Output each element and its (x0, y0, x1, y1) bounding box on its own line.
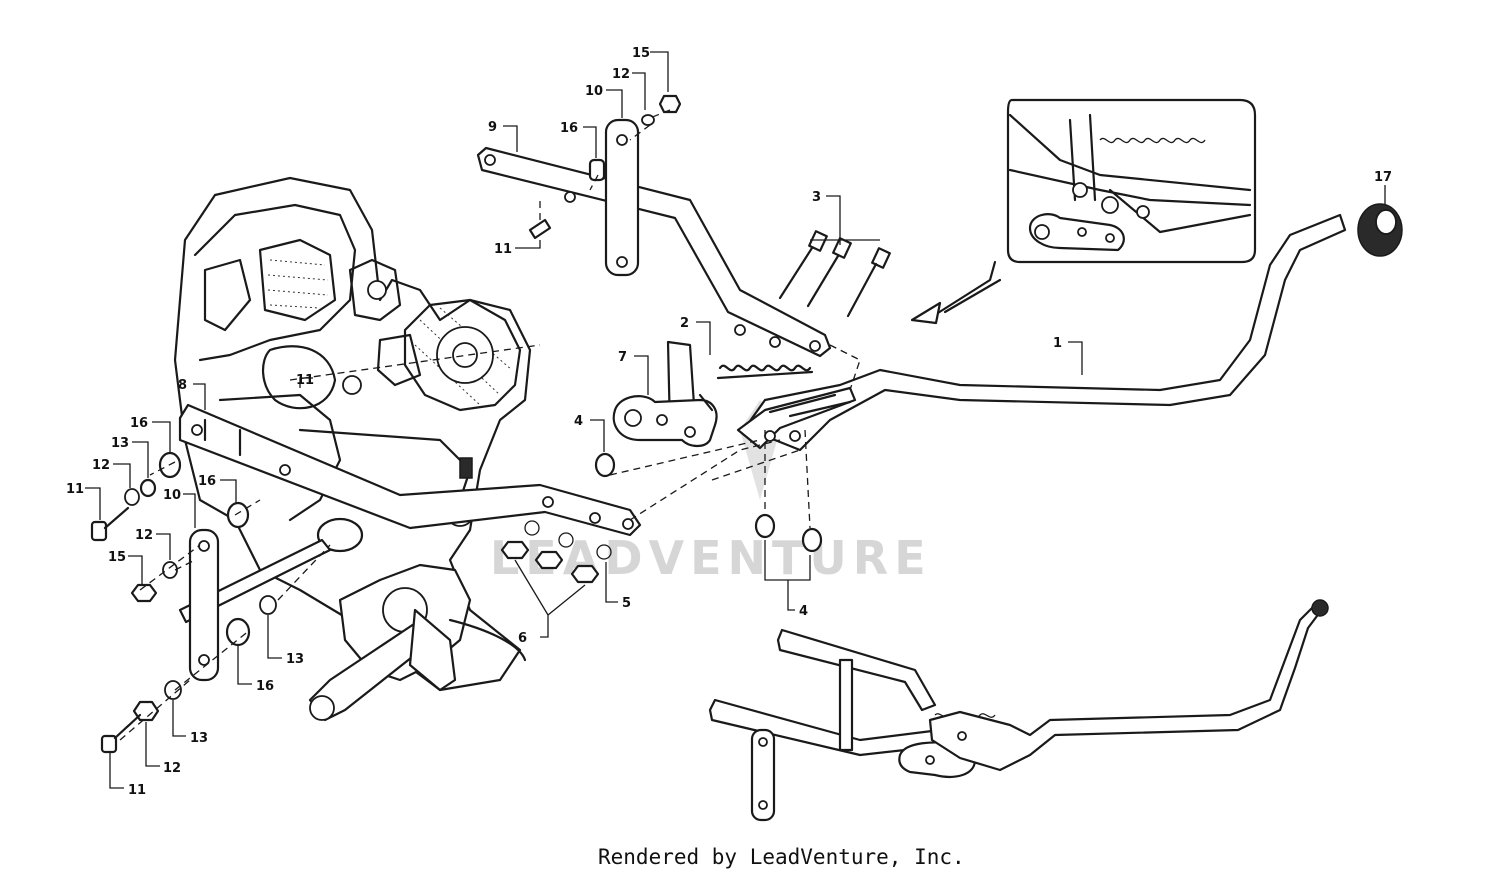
spring-bracket-assembly (612, 340, 814, 448)
callout-15: 15 (632, 46, 650, 61)
callout-12: 12 (612, 67, 630, 82)
callout-7: 7 (618, 350, 627, 365)
frame-bar-8 (178, 403, 642, 537)
callout-16: 16 (560, 121, 578, 136)
callout-17: 17 (1374, 170, 1392, 185)
callout-12: 12 (163, 761, 181, 776)
callout-5: 5 (622, 596, 631, 611)
callout-11: 11 (66, 482, 84, 497)
callout-11: 11 (494, 242, 512, 257)
callout-10: 10 (585, 84, 603, 99)
callout-11: 11 (128, 783, 146, 798)
inset-detail (910, 98, 1257, 325)
watermark-text: LEADVENTURE (490, 531, 932, 585)
assembly-lines (119, 109, 861, 741)
callout-13: 13 (190, 731, 208, 746)
callout-6: 6 (518, 631, 527, 646)
frame-bar-9 (476, 146, 832, 358)
callout-12: 12 (135, 528, 153, 543)
engine (173, 176, 541, 722)
callout-2: 2 (680, 316, 689, 331)
callout-15: 15 (108, 550, 126, 565)
callout-11: 11 (296, 373, 314, 388)
bolts-3 (778, 230, 891, 318)
callout-10: 10 (163, 488, 181, 503)
callout-8: 8 (178, 378, 187, 393)
left-hardware (90, 451, 277, 754)
callout-1: 1 (1053, 336, 1062, 351)
callout-16: 16 (198, 474, 216, 489)
callouts: 15 12 10 9 16 11 3 2 7 1 17 4 4 (66, 46, 1392, 798)
callout-4: 4 (574, 414, 583, 429)
callout-4: 4 (799, 604, 808, 619)
callout-16: 16 (130, 416, 148, 431)
callout-13: 13 (286, 652, 304, 667)
callout-9: 9 (488, 120, 497, 135)
assembled-view (708, 599, 1329, 822)
control-lever-1 (736, 203, 1403, 452)
plate-10-top (528, 94, 682, 277)
credit-text: Rendered by LeadVenture, Inc. (598, 845, 965, 869)
callout-13: 13 (111, 436, 129, 451)
callout-12: 12 (92, 458, 110, 473)
callout-16: 16 (256, 679, 274, 694)
callout-3: 3 (812, 190, 821, 205)
